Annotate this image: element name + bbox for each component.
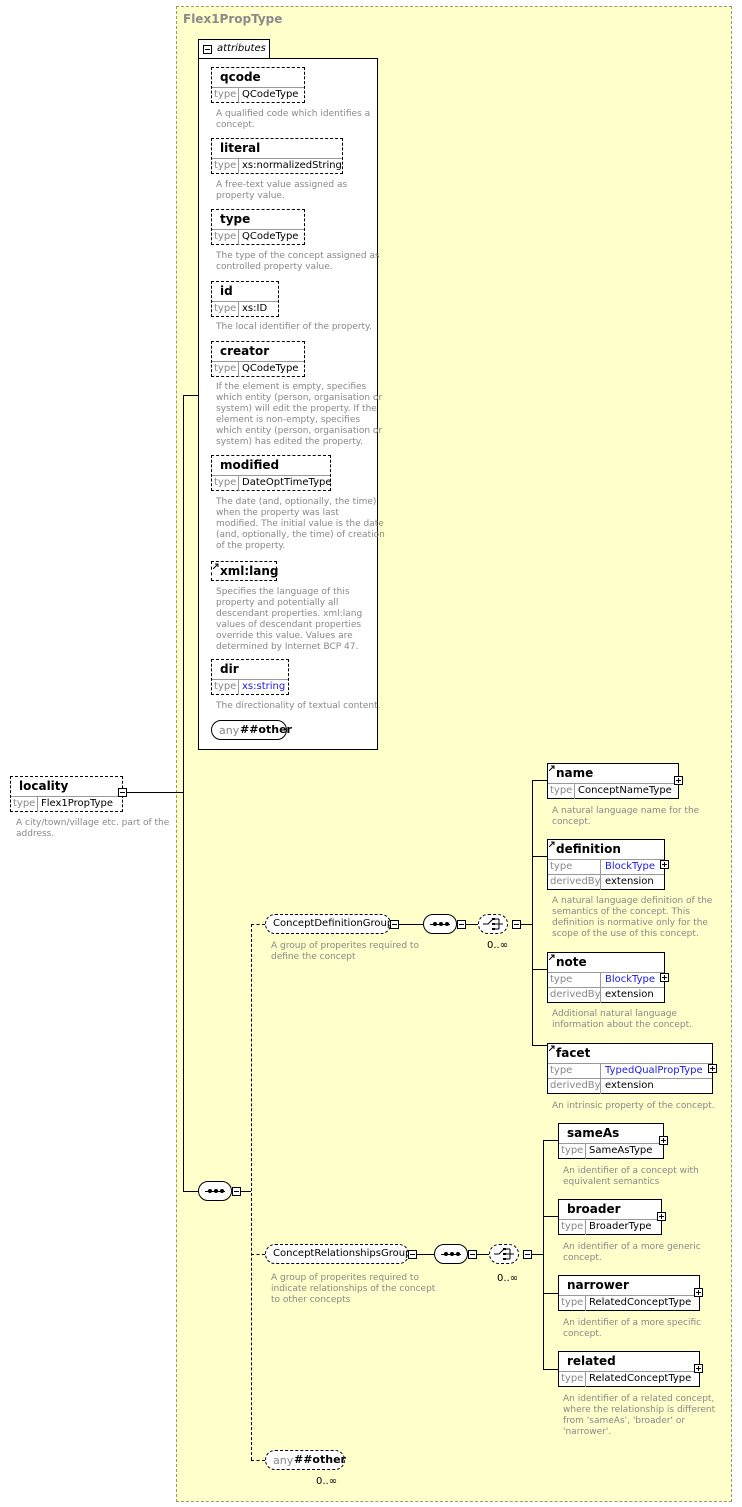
collapse-icon[interactable] bbox=[408, 1250, 417, 1259]
element-description: An intrinsic property of the concept. bbox=[552, 1101, 715, 1111]
element-type: Flex1PropType bbox=[41, 798, 113, 809]
collapse-icon[interactable] bbox=[390, 920, 399, 929]
expand-icon[interactable] bbox=[659, 1136, 668, 1145]
expand-icon[interactable] bbox=[694, 1364, 703, 1373]
element-name: related bbox=[567, 1354, 616, 1368]
element-name: note bbox=[556, 955, 587, 969]
attribute-description: The local identifier of the property. bbox=[216, 322, 372, 332]
attribute-type: xs:string bbox=[242, 681, 286, 692]
group-concept-definition[interactable]: ConceptDefinitionGroup bbox=[265, 914, 393, 934]
reference-arrow-icon bbox=[549, 954, 555, 960]
attribute-type: DateOptTimeType bbox=[242, 477, 332, 488]
any-attribute[interactable]: any ##other bbox=[211, 720, 292, 740]
attributes-tab[interactable]: attributes bbox=[198, 39, 270, 59]
complex-type-title: Flex1PropType bbox=[183, 12, 283, 26]
collapse-icon[interactable] bbox=[203, 45, 212, 54]
attribute-description: The directionality of textual content. bbox=[216, 701, 381, 711]
sequence-compositor bbox=[434, 1244, 468, 1264]
collapse-icon[interactable] bbox=[232, 1187, 241, 1196]
expand-icon[interactable] bbox=[674, 776, 683, 785]
reference-arrow-icon bbox=[213, 563, 219, 569]
choice-compositor bbox=[489, 1244, 519, 1264]
sequence-compositor bbox=[423, 914, 457, 934]
collapse-icon[interactable] bbox=[468, 1250, 477, 1259]
cardinality: 0..∞ bbox=[487, 940, 509, 951]
expand-icon[interactable] bbox=[657, 1212, 666, 1221]
element-name: definition bbox=[556, 842, 621, 856]
any-element[interactable]: any ##other bbox=[265, 1450, 346, 1470]
group-concept-relationships[interactable]: ConceptRelationshipsGroup bbox=[265, 1244, 411, 1264]
attribute-name: literal bbox=[220, 141, 261, 155]
reference-arrow-icon bbox=[549, 1045, 555, 1051]
attribute-type: QCodeType bbox=[242, 231, 299, 242]
element-name: narrower bbox=[567, 1278, 629, 1292]
element-name: facet bbox=[556, 1046, 591, 1060]
element-description: An identifier of a related concept,where… bbox=[563, 1394, 716, 1437]
attribute-description: The date (and, optionally, the time)when… bbox=[216, 497, 385, 551]
attribute-name: modified bbox=[220, 458, 280, 472]
element-name: locality bbox=[19, 779, 69, 793]
attribute-name: dir bbox=[220, 662, 239, 676]
element-name: name bbox=[556, 766, 594, 780]
sequence-compositor bbox=[198, 1181, 232, 1201]
attribute-type: QCodeType bbox=[242, 89, 299, 100]
expand-icon[interactable] bbox=[660, 973, 669, 982]
attribute-name: type bbox=[220, 212, 251, 226]
expand-icon[interactable] bbox=[694, 1288, 703, 1297]
choice-compositor bbox=[478, 914, 508, 934]
collapse-icon[interactable] bbox=[118, 788, 127, 797]
cardinality: 0..∞ bbox=[497, 1273, 519, 1284]
expand-icon[interactable] bbox=[660, 860, 669, 869]
attribute-type: xs:ID bbox=[242, 303, 268, 314]
element-name: sameAs bbox=[567, 1126, 620, 1140]
collapse-icon[interactable] bbox=[523, 1250, 532, 1259]
attribute-type: QCodeType bbox=[242, 363, 299, 374]
collapse-icon[interactable] bbox=[512, 920, 521, 929]
element-name: broader bbox=[567, 1202, 621, 1216]
reference-arrow-icon bbox=[549, 765, 555, 771]
attribute-xml-lang[interactable]: xml:lang bbox=[211, 561, 279, 581]
attributes-label: attributes bbox=[217, 43, 266, 54]
cardinality: 0..∞ bbox=[316, 1476, 338, 1487]
attribute-name: creator bbox=[220, 344, 270, 358]
collapse-icon[interactable] bbox=[457, 920, 466, 929]
reference-arrow-icon bbox=[549, 841, 555, 847]
attribute-name: xml:lang bbox=[220, 564, 279, 578]
attribute-name: qcode bbox=[220, 70, 261, 84]
attribute-type: xs:normalizedString bbox=[242, 160, 342, 171]
expand-icon[interactable] bbox=[708, 1064, 717, 1073]
attribute-name: id bbox=[220, 284, 233, 298]
